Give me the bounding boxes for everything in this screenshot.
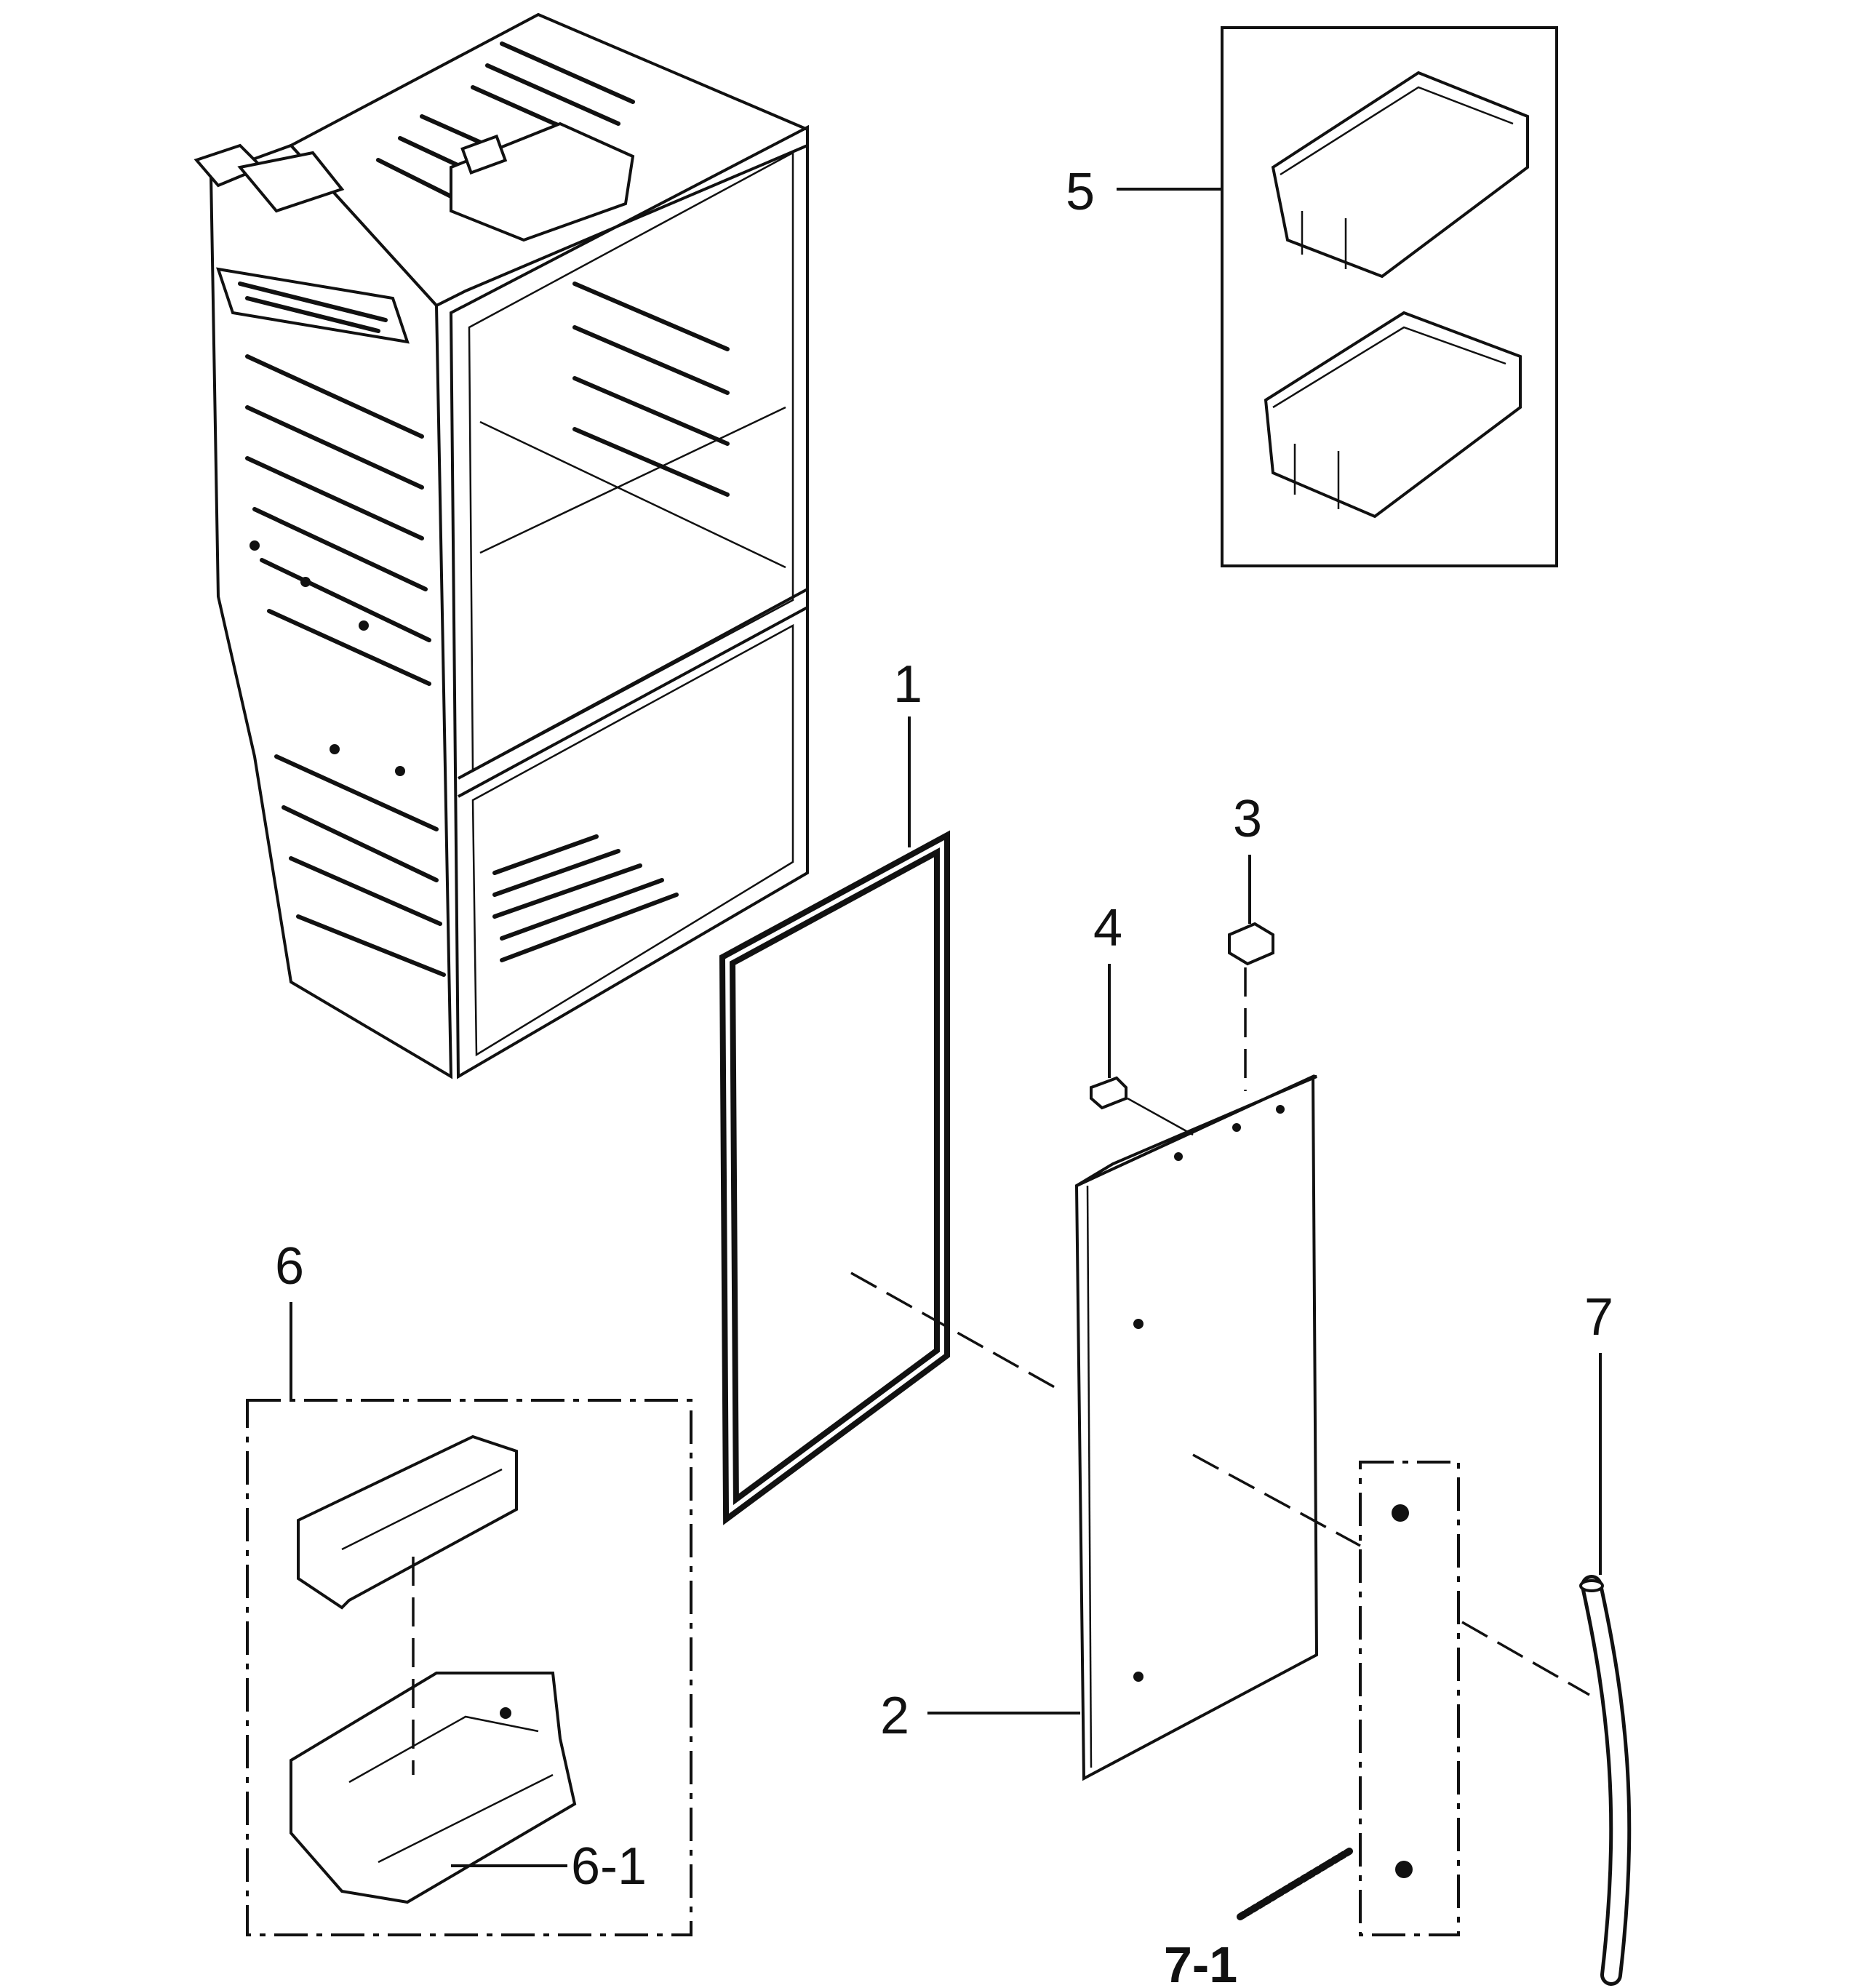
callout-7-1: 7-1 bbox=[1164, 1936, 1237, 1988]
callout-5: 5 bbox=[1066, 163, 1095, 221]
callout-3: 3 bbox=[1233, 790, 1262, 848]
part-7-1-screw bbox=[1237, 1848, 1353, 1920]
assembly-centerline-4 bbox=[1127, 1097, 1194, 1136]
callout-7: 7 bbox=[1584, 1288, 1613, 1346]
assembly-centerline-handle bbox=[1461, 1621, 1590, 1696]
part-2-door-panel bbox=[1074, 1074, 1319, 1781]
part-7-1-handle-bracket bbox=[1359, 1461, 1460, 1936]
part-1-door-gasket bbox=[719, 830, 950, 1525]
callout-2: 2 bbox=[880, 1687, 909, 1745]
callout-4: 4 bbox=[1093, 899, 1122, 957]
part-3-hinge-cap bbox=[1228, 922, 1274, 966]
callout-6-1: 6-1 bbox=[571, 1837, 647, 1896]
assembly-centerline-bracket bbox=[1192, 1453, 1361, 1547]
part-5-door-bins bbox=[1221, 26, 1558, 567]
callout-1: 1 bbox=[893, 655, 922, 714]
part-4-clip bbox=[1090, 1076, 1127, 1110]
part-7-door-handle bbox=[1579, 1575, 1632, 1986]
callout-6: 6 bbox=[275, 1237, 304, 1296]
part-6-guard-assembly bbox=[246, 1399, 692, 1936]
assembly-centerline-gasket bbox=[850, 1272, 1059, 1391]
refrigerator-cabinet bbox=[193, 12, 809, 1079]
